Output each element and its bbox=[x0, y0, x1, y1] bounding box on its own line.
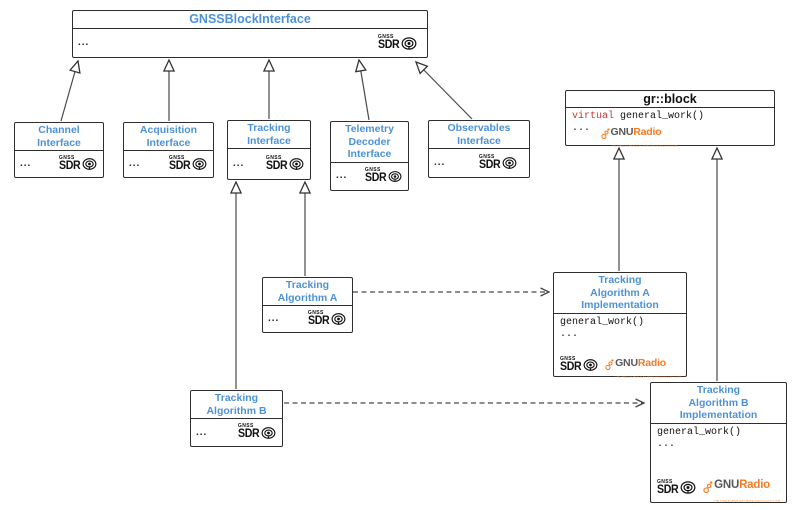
ellipsis-text: ... bbox=[196, 426, 208, 438]
ellipsis-text: ... bbox=[572, 123, 591, 134]
gnuradio-icon bbox=[703, 481, 713, 494]
gnss-sdr-spiral-icon bbox=[331, 313, 346, 325]
gnssblockinterface-title: GNSSBlockInterface bbox=[73, 11, 427, 29]
ellipsis-text: ... bbox=[560, 328, 579, 340]
ellipsis-text: ... bbox=[129, 158, 141, 169]
gnuradio-tagline: THE FREE & OPEN SOFTWARE RADIO ECOSYSTEM bbox=[714, 499, 781, 503]
virtual-general-work-text: virtual general_work() bbox=[572, 111, 705, 122]
gnuradio-logo: GNURadio THE FREE & OPEN SOFTWARE RADIO … bbox=[703, 479, 800, 502]
gnss-sdr-spiral-icon bbox=[502, 157, 517, 169]
general-work-text: general_work() bbox=[657, 426, 742, 438]
gnss-sdr-spiral-icon bbox=[680, 481, 696, 495]
gr-block-title: gr::block bbox=[566, 91, 774, 108]
ellipsis-text: ... bbox=[233, 158, 245, 169]
inheritance-telemetry-to-gnssblockinterface bbox=[359, 60, 370, 121]
gnuradio-tagline: THE FREE & OPEN SOFTWARE RADIO ECOSYSTEM bbox=[615, 376, 682, 379]
ellipsis-text: ... bbox=[78, 37, 90, 48]
gnss-sdr-spiral-icon bbox=[261, 426, 276, 439]
gnss-sdr-spiral-icon bbox=[192, 158, 207, 170]
gnuradio-icon bbox=[605, 358, 614, 370]
gr-block-box: gr::block virtual general_work() ... GNU… bbox=[565, 90, 775, 148]
gnss-sdr-spiral-icon bbox=[388, 170, 402, 182]
general-work-text: general_work() bbox=[560, 316, 645, 328]
ellipsis-text: ... bbox=[20, 158, 32, 169]
ellipsis-text: ... bbox=[657, 438, 676, 450]
ellipsis-text: ... bbox=[434, 157, 446, 168]
gnss-sdr-spiral-icon bbox=[583, 358, 598, 371]
gnuradio-icon bbox=[600, 127, 610, 139]
ellipsis-text: ... bbox=[268, 313, 280, 324]
gnuradio-tagline: THE FREE & OPEN SOFTWARE RADIO ECOSYSTEM bbox=[610, 145, 677, 148]
inheritance-observables-to-gnssblockinterface bbox=[416, 62, 473, 120]
gnss-sdr-spiral-icon bbox=[401, 36, 417, 50]
inheritance-channel-to-gnssblockinterface bbox=[60, 61, 78, 122]
ellipsis-text: ... bbox=[336, 170, 348, 182]
gr-block-body: virtual general_work() ... GNURadio THE … bbox=[566, 108, 774, 148]
gnss-sdr-spiral-icon bbox=[289, 158, 304, 170]
gnuradio-logo: GNURadio THE FREE & OPEN SOFTWARE RADIO … bbox=[600, 126, 768, 148]
gnuradio-logo: GNURadio THE FREE & OPEN SOFTWARE RADIO … bbox=[605, 357, 772, 379]
gnss-sdr-spiral-icon bbox=[82, 158, 97, 170]
